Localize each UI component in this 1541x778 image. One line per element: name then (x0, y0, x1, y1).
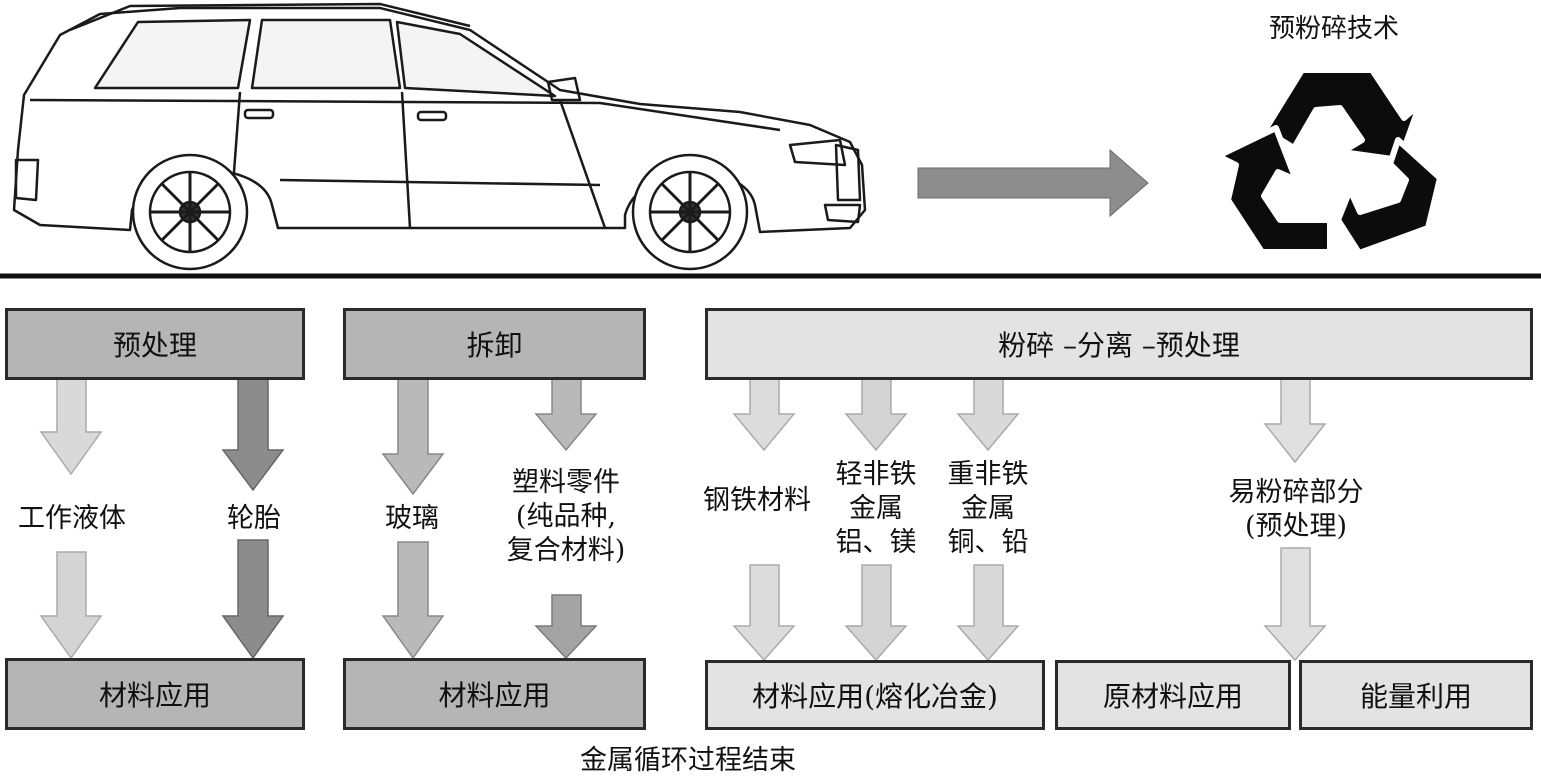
arrow-down (381, 541, 445, 660)
process-arrow-icon (917, 148, 1149, 218)
arrow-down (381, 377, 445, 496)
item-heavy-nf-line1: 重非铁 (947, 459, 1029, 490)
item-light-nonferrous: 轻非铁 金属 铝、镁 (836, 458, 917, 560)
item-friable-part: 易粉碎部分 (预处理) (1229, 476, 1364, 544)
flow-arrows (39, 377, 1327, 662)
item-steel: 钢铁材料 (703, 485, 811, 516)
recycle-title: 预粉碎技术 (1268, 14, 1400, 44)
arrow-down (221, 539, 285, 660)
arrow-down (956, 377, 1020, 452)
item-heavy-nonferrous: 重非铁 金属 铜、铅 (948, 458, 1029, 560)
outcome-material-use-smelting: 材料应用(熔化冶金) (705, 660, 1045, 730)
arrow-down (534, 594, 598, 660)
item-heavy-nf-line3: 铜、铅 (947, 527, 1029, 558)
arrow-down (732, 377, 796, 452)
stage-shredding-separation: 粉碎 –分离 –预处理 (705, 308, 1533, 380)
item-working-fluid: 工作液体 (18, 503, 126, 534)
arrow-down (1263, 377, 1327, 464)
arrow-down (221, 377, 285, 492)
arrow-down (39, 377, 103, 476)
item-light-nf-line2: 金属 (849, 493, 903, 524)
outcome-energy-use: 能量利用 (1299, 660, 1533, 730)
outcome-material-use-1: 材料应用 (5, 658, 305, 730)
arrow-down (844, 377, 908, 452)
arrow-down (534, 377, 598, 452)
arrow-down (732, 564, 796, 662)
car-illustration (12, 2, 867, 271)
item-plastic-parts: 塑料零件 (纯品种, 复合材料) (507, 466, 626, 568)
arrow-down (1263, 547, 1327, 662)
outcome-raw-material-use: 原材料应用 (1055, 660, 1291, 730)
stage-pretreatment: 预处理 (5, 308, 305, 380)
stage-dismantling: 拆卸 (343, 308, 646, 380)
item-heavy-nf-line2: 金属 (961, 493, 1015, 524)
item-friable-line1: 易粉碎部分 (1228, 477, 1364, 508)
item-plastic-line3: 复合材料) (506, 535, 626, 566)
caption-metal-cycle-end: 金属循环过程结束 (580, 745, 796, 776)
item-plastic-line1: 塑料零件 (511, 467, 620, 498)
recycle-icon (1215, 67, 1443, 273)
item-light-nf-line3: 铝、镁 (835, 527, 917, 558)
outcome-material-use-2: 材料应用 (343, 658, 646, 730)
item-plastic-line2: (纯品种, (515, 501, 617, 532)
item-friable-line2: (预处理) (1244, 511, 1348, 542)
arrow-down (39, 551, 103, 660)
item-tire: 轮胎 (227, 503, 281, 534)
arrow-down (844, 564, 908, 662)
item-glass: 玻璃 (385, 503, 439, 534)
item-light-nf-line1: 轻非铁 (835, 459, 917, 490)
arrow-down (956, 564, 1020, 662)
